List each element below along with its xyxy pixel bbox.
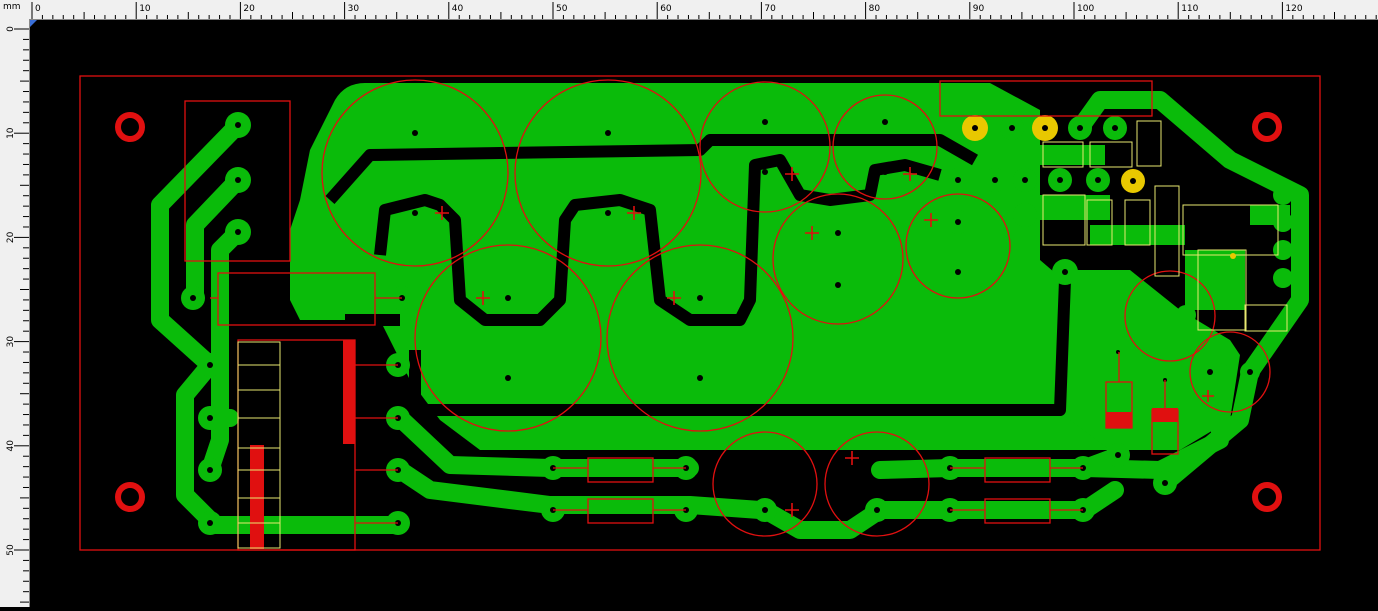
mounting-hole-icon: [1252, 112, 1282, 142]
ruler-label: 40: [452, 4, 464, 14]
resistor-outline: [984, 457, 1051, 483]
ruler-label: 20: [6, 231, 16, 243]
capacitor-outline: [1124, 270, 1216, 362]
trace-left-2: [186, 171, 247, 309]
ruler-label: 90: [973, 4, 985, 14]
horizontal-ruler-scale: 0 10 20 30 40 50 60 70 80 90 100 110 120: [31, 2, 1377, 19]
resistor-outline: [587, 498, 654, 524]
ruler-unit-label: mm: [3, 2, 21, 12]
ruler-label: 80: [869, 4, 881, 14]
ruler-label: 100: [1077, 4, 1094, 14]
capacitor-outline: [699, 81, 831, 213]
ruler-label: 110: [1181, 4, 1198, 14]
polarity-markers: [435, 167, 1214, 517]
capacitor-outline: [321, 79, 509, 267]
trace-left-3: [201, 223, 247, 479]
ruler-label: 20: [243, 4, 255, 14]
trace-right-2: [1076, 363, 1229, 479]
mounting-hole-icon: [1252, 482, 1282, 512]
ruler-label: 30: [6, 336, 16, 348]
ruler-label: 120: [1285, 4, 1302, 14]
ruler-label: 0: [35, 4, 41, 14]
isolation-channels: [325, 134, 1071, 416]
copper-layer: [151, 83, 1309, 539]
pcb-canvas[interactable]: [30, 20, 1378, 607]
mounting-hole-icon: [115, 112, 145, 142]
pad: [1273, 240, 1293, 260]
ruler-label: 10: [6, 127, 16, 139]
resistor-outline: [984, 498, 1051, 524]
ruler-label: 60: [660, 4, 672, 14]
smd-outlines: [237, 120, 1288, 549]
pad: [1013, 203, 1037, 227]
ruler-label: 70: [764, 4, 776, 14]
capacitor-outline: [1189, 331, 1271, 413]
copper-pour-right: [1060, 270, 1240, 450]
mounting-hole-icon: [115, 482, 145, 512]
pad: [1273, 212, 1293, 232]
trace-bottom-2: [391, 409, 699, 477]
corner-marker-icon: [30, 20, 37, 27]
capacitor-outline: [606, 244, 794, 432]
ruler-label: 40: [6, 440, 16, 452]
ruler-label: 50: [6, 544, 16, 556]
vertical-ruler[interactable]: 0 10 20 30 40 50: [0, 19, 30, 607]
capacitor-outline: [824, 431, 930, 537]
silkscreen-layer: [79, 75, 1321, 551]
resistor-outline: [587, 457, 654, 483]
board-outline: [79, 75, 1321, 551]
ruler-label: 10: [139, 4, 151, 14]
connector-outline: [184, 100, 291, 262]
pad: [1273, 268, 1293, 288]
ruler-label: 50: [556, 4, 568, 14]
pad: [1273, 185, 1293, 205]
capacitor-outline: [712, 431, 818, 537]
pad: [1176, 305, 1196, 325]
ruler-label: 0: [6, 26, 16, 32]
horizontal-ruler[interactable]: 0 10 20 30 40 50 60 70 80 90 100 110 120: [29, 0, 1378, 20]
pin1-marker: [1230, 253, 1236, 259]
capacitor-outline: [414, 244, 602, 432]
capacitor-outline: [832, 94, 938, 200]
ruler-label: 30: [348, 4, 360, 14]
ruler-corner: mm: [0, 0, 30, 20]
header-outline: [939, 80, 1153, 117]
capacitor-outline: [905, 193, 1011, 299]
resistor-outline: [217, 272, 376, 326]
vertical-ruler-scale: 0 10 20 30 40 50: [6, 26, 29, 603]
trace-right-1: [1071, 91, 1309, 492]
capacitor-outline: [772, 193, 904, 325]
capacitor-outline: [514, 79, 702, 267]
